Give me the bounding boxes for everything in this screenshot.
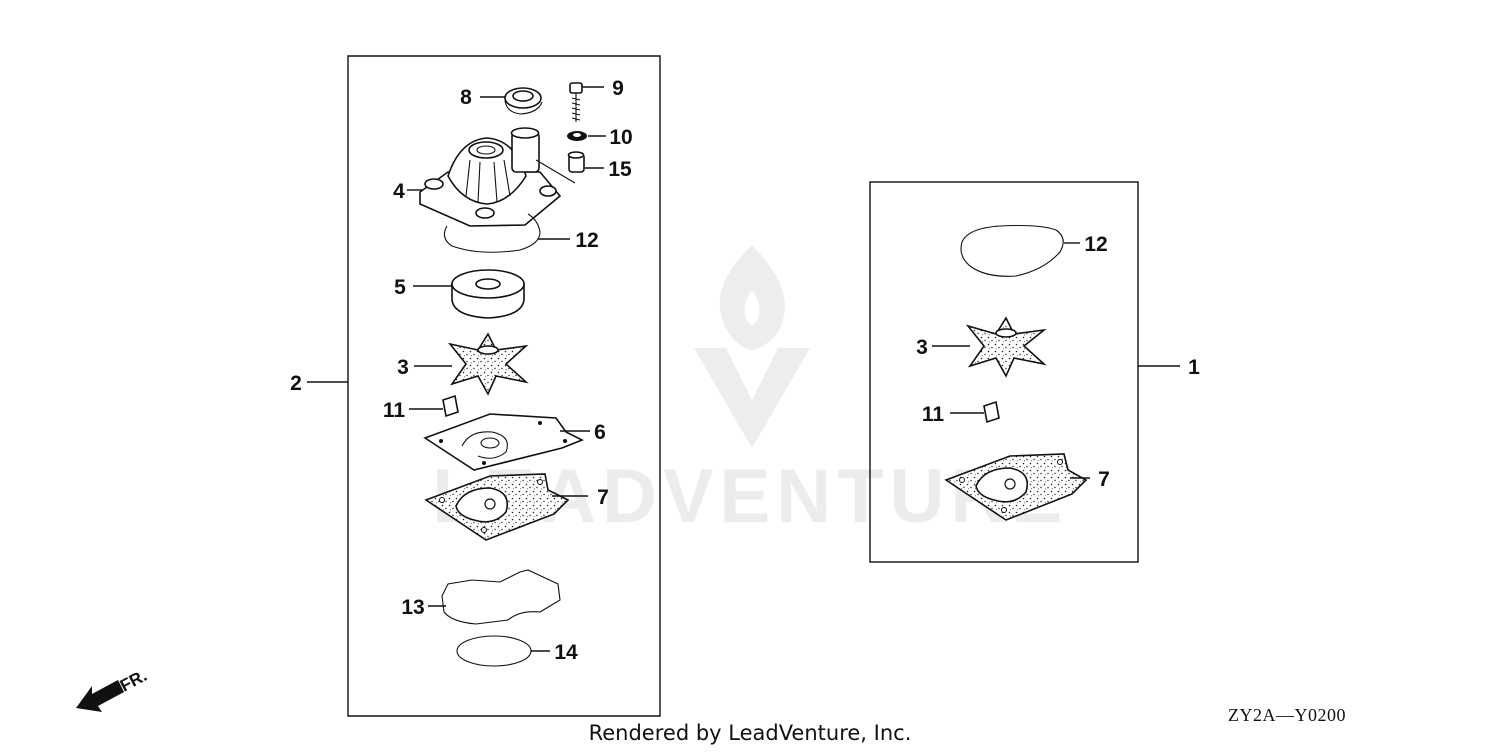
kit-2-label: 2: [290, 372, 302, 395]
v-logo-icon: [694, 348, 810, 448]
part-7-label: 7: [597, 486, 609, 509]
k1-part-11-label: 11: [922, 403, 945, 426]
part-5-insert-cup: [451, 269, 525, 319]
part-7-gasket: [424, 473, 570, 541]
part-9-bolt: [569, 82, 583, 122]
part-8-grommet: [504, 87, 543, 115]
part-6-label: 6: [594, 421, 606, 444]
part-15-collar: [567, 151, 585, 173]
part-3-impeller: [447, 332, 529, 396]
flame-logo-icon: [719, 245, 785, 350]
part-5-label: 5: [394, 276, 406, 299]
kit-1-frame: [869, 181, 1139, 563]
part-4-pump-housing: [419, 127, 576, 227]
k1-part-3-impeller: [965, 316, 1047, 378]
part-6-plate: [423, 413, 584, 471]
part-13-gasket: [441, 569, 561, 625]
k1-part-11-key: [983, 400, 1000, 424]
diagram-code: ZY2A—Y0200: [1228, 705, 1346, 725]
kit-2-group: 2 8 9 10 15: [290, 55, 661, 717]
front-direction-arrow: FR.: [76, 666, 150, 712]
kit-1-label: 1: [1188, 356, 1200, 379]
part-15-label: 15: [608, 158, 632, 181]
part-10-washer: [567, 131, 587, 141]
part-14-o-ring: [456, 635, 532, 667]
part-11-label: 11: [383, 399, 406, 422]
k1-part-12-label: 12: [1084, 233, 1107, 256]
part-3-label: 3: [397, 356, 409, 379]
kit-2-frame: [347, 55, 661, 717]
part-11-key: [442, 394, 459, 418]
arrow-icon: [76, 680, 124, 712]
k1-part-12-seal: [960, 224, 1064, 277]
part-13-label: 13: [401, 596, 424, 619]
part-8-label: 8: [460, 86, 472, 109]
k1-part-7-label: 7: [1098, 468, 1110, 491]
k1-part-7-gasket: [944, 453, 1088, 521]
part-4-label: 4: [393, 180, 405, 203]
k1-part-3-label: 3: [916, 336, 928, 359]
footer-credit: Rendered by LeadVenture, Inc.: [589, 721, 912, 745]
part-12-seal: [443, 213, 541, 253]
part-14-label: 14: [554, 641, 578, 664]
part-10-label: 10: [609, 126, 632, 149]
part-12-label: 12: [575, 229, 598, 252]
kit-1-group: 1 12 3 11 7: [869, 181, 1200, 563]
part-9-label: 9: [612, 77, 624, 100]
